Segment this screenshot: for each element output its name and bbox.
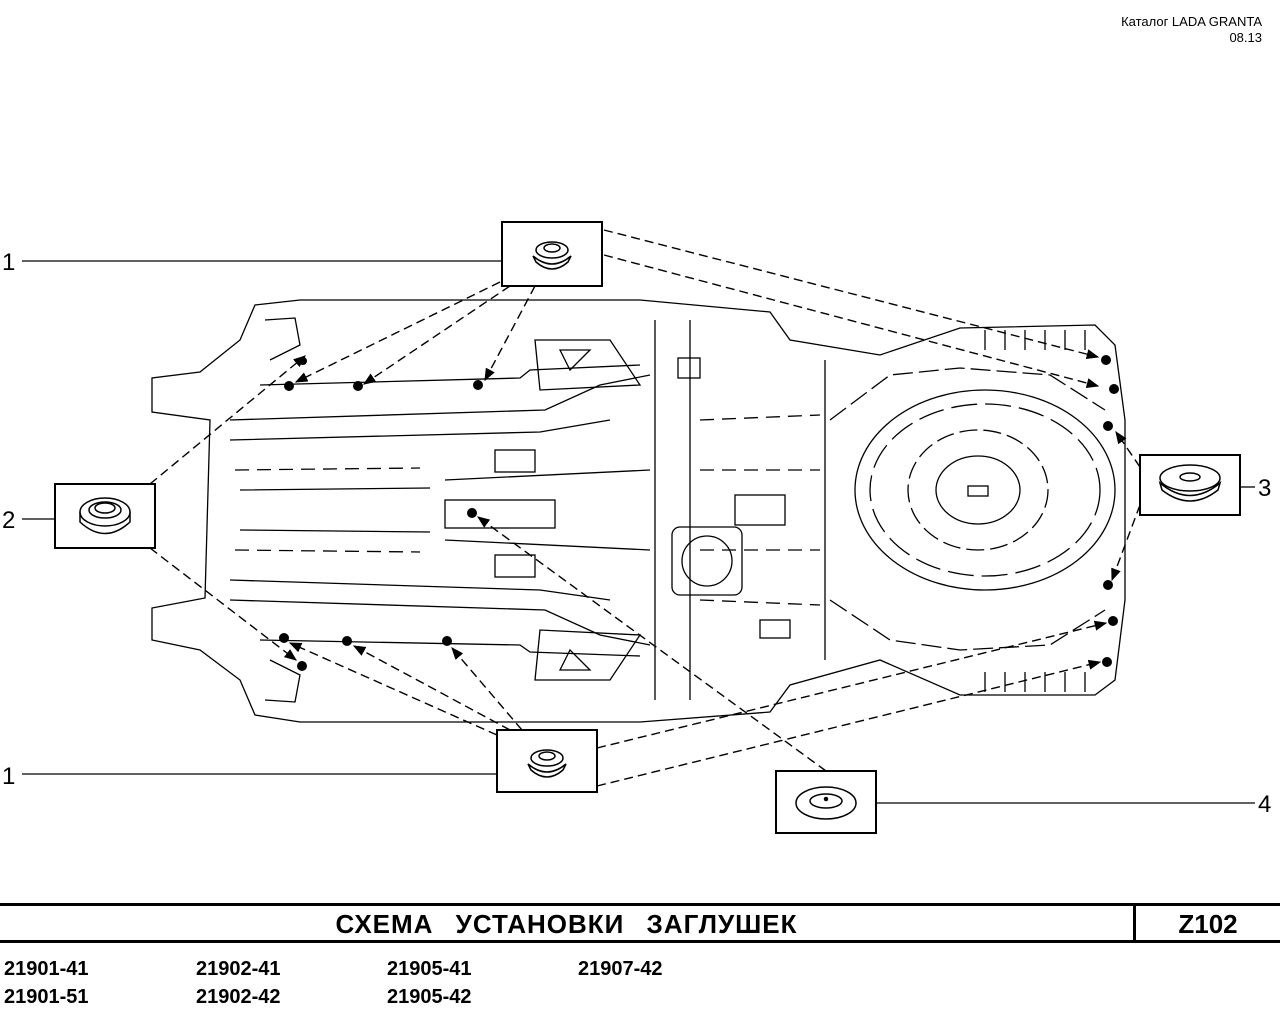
floor-rect-1	[444, 499, 556, 529]
plug-dot	[1109, 384, 1119, 394]
left-rail-lower	[229, 419, 611, 441]
right-rail-lower	[229, 579, 611, 601]
callout-number: 2	[2, 507, 15, 534]
plug-dot	[442, 636, 452, 646]
page-code: Z102	[1178, 909, 1238, 939]
plug-box-2	[54, 483, 156, 549]
plug-dot	[297, 661, 307, 671]
diagram-title: СХЕМА УСТАНОВКИ ЗАГЛУШЕК	[335, 909, 798, 939]
front-left-inner	[558, 349, 592, 372]
plug-location-dots	[279, 355, 1119, 671]
small-plug-icon	[532, 241, 572, 270]
tunnel	[239, 469, 651, 551]
spare-wheel-hub-ring	[907, 429, 1049, 551]
floor-rect-3	[494, 554, 536, 578]
tank-opening	[671, 526, 743, 596]
floor-rect-4	[734, 494, 786, 526]
title-separator	[1133, 906, 1136, 940]
floor-dashes	[234, 414, 821, 606]
rear-ribs-top	[984, 330, 1086, 350]
plug-dot	[1108, 616, 1118, 626]
wheel-well-rim-bottom	[829, 599, 1106, 651]
plug-installation-diagram: 1 2 3 1 4	[2, 221, 1271, 834]
plug-dot	[473, 380, 483, 390]
plug-dot	[1103, 580, 1113, 590]
dashed-arrows	[149, 229, 1141, 787]
plug-dot	[284, 381, 294, 391]
left-sill	[259, 364, 641, 386]
model-number: 21905-41	[387, 958, 472, 980]
plug-dot	[1102, 657, 1112, 667]
front-right-inner	[558, 648, 592, 671]
plug-dot	[279, 633, 289, 643]
callout-number: 3	[1258, 475, 1271, 502]
spare-wheel-hub	[935, 455, 1021, 525]
cross-member	[654, 320, 826, 700]
spare-wheel-well	[854, 389, 1116, 591]
front-left-panel	[534, 339, 642, 391]
callout-number: 4	[1258, 791, 1271, 818]
footer-title-bar: СХЕМА УСТАНОВКИ ЗАГЛУШЕК Z102	[0, 903, 1280, 943]
floor-rect-6	[759, 619, 791, 639]
floor-rect-2	[494, 449, 536, 473]
grommet-icon	[79, 497, 131, 535]
plug-dot	[1101, 355, 1111, 365]
left-rail	[229, 374, 651, 421]
leader-lines	[22, 260, 1255, 804]
model-list: 21901-41 21901-51 21902-41 21902-42 2190…	[4, 958, 804, 1014]
catalog-date: 08.13	[1229, 30, 1262, 45]
rear-ribs-bottom	[984, 672, 1086, 692]
catalog-title: Каталог LADA GRANTA	[1121, 14, 1262, 29]
spare-wheel-inner	[869, 403, 1101, 577]
catalog-header: Каталог LADA GRANTA 08.13	[1121, 14, 1262, 46]
plug-dot	[353, 381, 363, 391]
right-sill	[259, 639, 641, 657]
car-underbody	[151, 299, 1126, 723]
model-number: 21902-42	[196, 986, 281, 1008]
model-number: 21907-42	[578, 958, 663, 980]
callout-numbers: 1 2 3 1 4	[2, 249, 1271, 818]
underbody-outline	[151, 299, 1126, 723]
spare-wheel-bolt	[967, 485, 989, 497]
plug-dot	[1103, 421, 1113, 431]
large-plug-icon	[1158, 464, 1222, 502]
front-detail-left	[264, 317, 301, 361]
model-number: 21901-41	[4, 958, 89, 980]
plug-box-1-bottom	[496, 729, 598, 793]
callout-number: 1	[2, 763, 15, 790]
right-rail	[229, 599, 651, 646]
callout-boxes	[54, 221, 1241, 834]
wheel-well-rim-top	[829, 367, 1106, 421]
model-number: 21905-42	[387, 986, 472, 1008]
tank-inner	[681, 535, 733, 587]
plug-icons	[79, 241, 1222, 820]
plug-dot	[342, 636, 352, 646]
plug-dot	[299, 357, 307, 365]
plug-dot	[467, 508, 477, 518]
model-number: 21901-51	[4, 986, 89, 1008]
callout-number: 1	[2, 249, 15, 276]
small-plug-icon-bottom	[527, 749, 567, 778]
flat-plug-icon	[795, 786, 857, 820]
front-detail-right	[264, 659, 301, 703]
floor-rect-5	[677, 357, 701, 379]
model-number: 21902-41	[196, 958, 281, 980]
